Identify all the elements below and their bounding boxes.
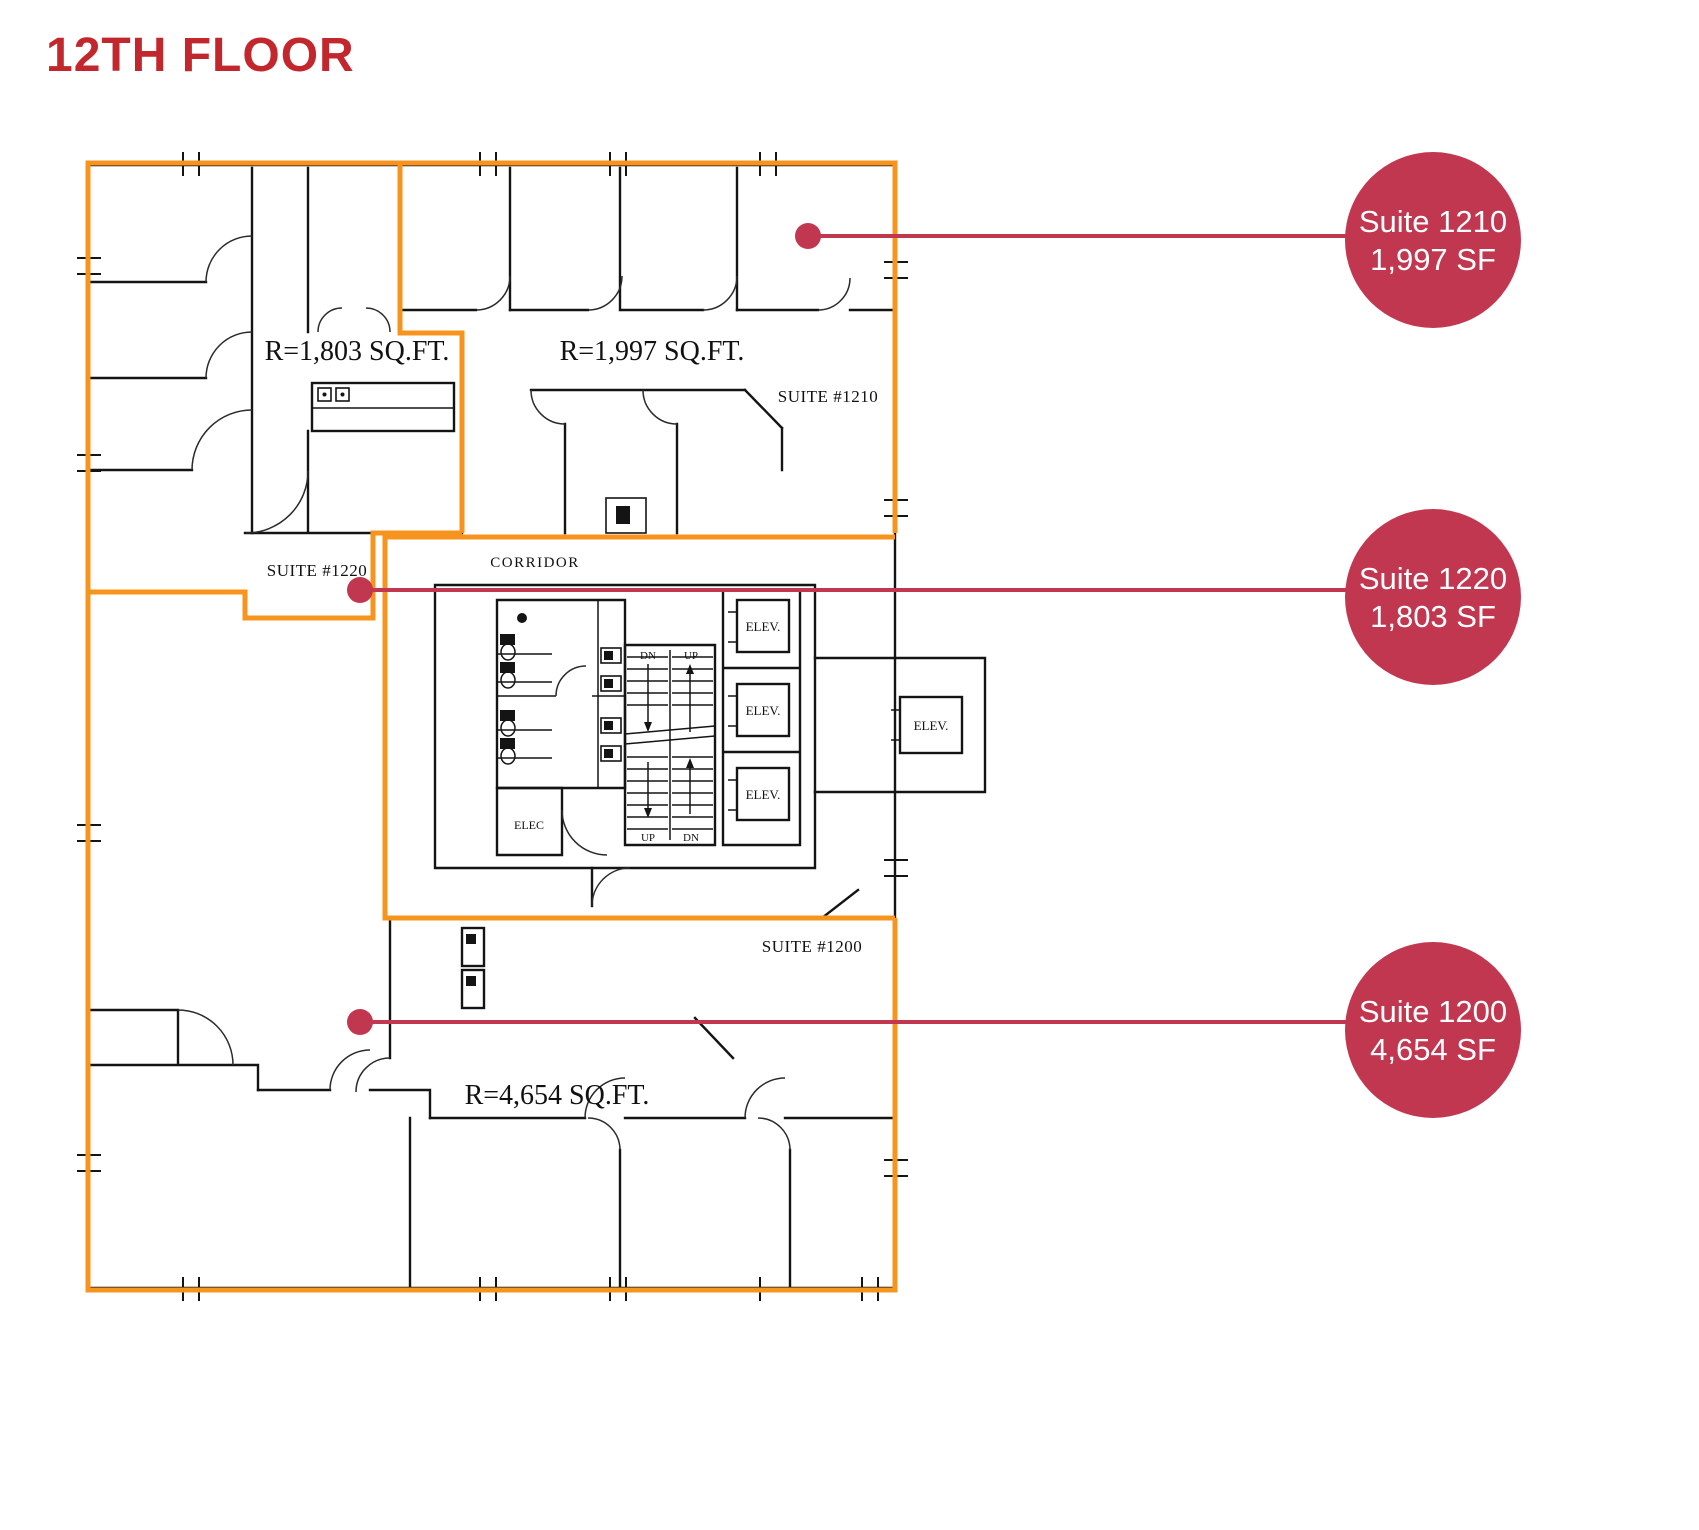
interior-walls-suite-1200 xyxy=(86,918,897,1290)
area-label-1220: R=1,803 SQ.FT. xyxy=(265,336,450,367)
callout-suite-1210: Suite 1210 1,997 SF xyxy=(795,152,1521,328)
stair-dn-bottom: DN xyxy=(683,832,699,844)
callout-suite-1200: Suite 1200 4,654 SF xyxy=(347,942,1521,1118)
interior-walls-suite-1210 xyxy=(398,166,897,535)
callout-bubble-1200 xyxy=(1345,942,1521,1118)
sink-icons xyxy=(600,647,622,762)
callout-suite-area-1220: 1,803 SF xyxy=(1370,599,1496,634)
callout-dot-1200 xyxy=(347,1009,373,1035)
outline-core xyxy=(382,534,895,921)
area-label-1210: R=1,997 SQ.FT. xyxy=(560,336,745,367)
interior-walls-top-left xyxy=(86,166,464,535)
callout-dot-1210 xyxy=(795,223,821,249)
window-ticks xyxy=(77,152,908,1301)
stair-up-top: UP xyxy=(684,650,698,662)
door-swing-arcs xyxy=(177,235,851,1151)
callout-suite-name-1220: Suite 1220 xyxy=(1359,561,1507,596)
callout-suite-1220: Suite 1220 1,803 SF xyxy=(347,509,1521,685)
area-label-1200: R=4,654 SQ.FT. xyxy=(465,1080,650,1111)
building-core xyxy=(433,583,964,920)
plan-labels: R=1,803 SQ.FT. R=1,997 SQ.FT. R=4,654 SQ… xyxy=(265,336,949,1111)
exterior-walls xyxy=(86,163,987,1290)
toilet-icons xyxy=(500,634,516,765)
suite-1200-label: SUITE #1200 xyxy=(762,937,862,956)
suite-1210-label: SUITE #1210 xyxy=(778,387,878,406)
suite-outlines xyxy=(85,160,898,1293)
right-elevator xyxy=(891,695,964,755)
callout-dot-1220 xyxy=(347,577,373,603)
stair-up-bottom: UP xyxy=(641,832,655,844)
page-title: 12TH FLOOR xyxy=(46,29,355,82)
elev-label-2: ELEV. xyxy=(746,703,781,718)
outline-suite-1220-bottom xyxy=(88,530,462,621)
suite-1220-label: SUITE #1220 xyxy=(267,561,367,580)
callout-suite-name-1200: Suite 1200 xyxy=(1359,994,1507,1029)
corridor-label: CORRIDOR xyxy=(490,555,580,571)
elec-label: ELEC xyxy=(514,818,544,832)
elev-label-3: ELEV. xyxy=(746,787,781,802)
stairs xyxy=(623,643,717,847)
callout-bubble-1220 xyxy=(1345,509,1521,685)
callout-bubble-1210 xyxy=(1345,152,1521,328)
stair-dn-top: DN xyxy=(640,650,656,662)
elev-label-right: ELEV. xyxy=(914,718,949,733)
elev-label-1: ELEV. xyxy=(746,619,781,634)
callout-suite-area-1210: 1,997 SF xyxy=(1370,242,1496,277)
outline-perimeter xyxy=(85,160,898,1293)
callout-suite-area-1200: 4,654 SF xyxy=(1370,1032,1496,1067)
callout-suite-name-1210: Suite 1210 xyxy=(1359,204,1507,239)
outline-suite-1220-divider xyxy=(397,163,465,533)
